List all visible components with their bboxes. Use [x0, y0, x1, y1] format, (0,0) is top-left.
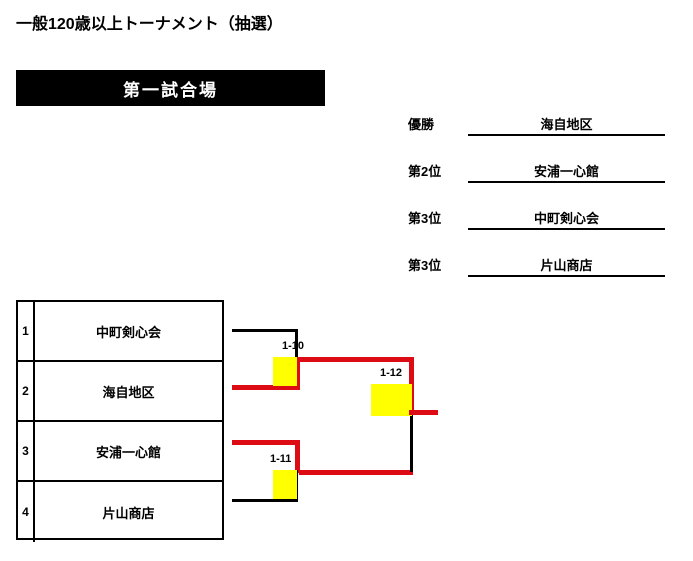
seed-number: 1: [18, 302, 35, 360]
result-underline: [468, 134, 665, 136]
bracket-line-m11-to-final: [299, 470, 413, 475]
page-title: 一般120歳以上トーナメント（抽選）: [16, 16, 283, 33]
bracket-line-join-m11-lower: [295, 470, 298, 501]
match-label-1-10: 1-10: [282, 340, 305, 352]
team-name: 中町剣心会: [95, 324, 161, 340]
results-panel: 優勝 海自地区 第2位 安浦一心館 第3位 中町剣心会 第3位 片山商店: [408, 112, 678, 300]
match-label-1-12: 1-12: [380, 367, 403, 379]
result-row: 第3位 中町剣心会: [408, 206, 678, 253]
team-name: 片山商店: [102, 505, 155, 521]
seed-number: 4: [18, 482, 35, 542]
team-name: 海自地区: [102, 384, 155, 400]
result-underline: [468, 275, 665, 277]
result-row: 第3位 片山商店: [408, 253, 678, 300]
result-row: 優勝 海自地区: [408, 112, 678, 159]
bracket-line-join-m10-lower: [295, 357, 300, 390]
table-row: 4 片山商店: [18, 482, 222, 542]
seed-number: 2: [18, 362, 35, 420]
bracket-line-join-final-upper: [409, 357, 414, 415]
bracket-line-seed3-winner: [232, 440, 300, 445]
bracket-entry-table: 1 中町剣心会 2 海自地区 3 安浦一心館 4 片山商店: [16, 300, 224, 542]
bracket-line-seed4: [232, 499, 298, 502]
result-rank-label: 第3位: [408, 211, 442, 226]
bracket-line-join-m11-upper: [295, 440, 300, 473]
match-box-1-11: [273, 470, 297, 499]
bracket-line-seed1: [232, 329, 298, 332]
result-row: 第2位 安浦一心館: [408, 159, 678, 206]
bracket-line-join-m10-upper: [295, 329, 298, 359]
match-label-1-11: 1-11: [270, 453, 292, 465]
result-team-value: 中町剣心会: [533, 211, 599, 226]
result-underline: [468, 181, 665, 183]
result-team-value: 海自地区: [540, 117, 593, 132]
bracket-line-seed2-winner: [232, 385, 300, 390]
result-team-value: 片山商店: [540, 258, 593, 273]
result-underline: [468, 228, 665, 230]
bracket-line-champion-output: [409, 410, 438, 415]
match-box-1-10: [273, 357, 297, 386]
team-name: 安浦一心館: [95, 444, 161, 460]
result-rank-label: 第2位: [408, 164, 442, 179]
bracket-line-m10-to-final: [299, 357, 413, 362]
match-box-1-12: [371, 384, 412, 416]
bracket-line-join-final-lower: [410, 412, 413, 472]
venue-banner: 第一試合場: [16, 70, 325, 106]
result-team-value: 安浦一心館: [533, 164, 599, 179]
seed-number: 3: [18, 422, 35, 480]
result-rank-label: 第3位: [408, 258, 442, 273]
table-row: 2 海自地区: [18, 362, 222, 422]
table-row: 1 中町剣心会: [18, 302, 222, 362]
result-rank-label: 優勝: [408, 117, 435, 132]
table-row: 3 安浦一心館: [18, 422, 222, 482]
